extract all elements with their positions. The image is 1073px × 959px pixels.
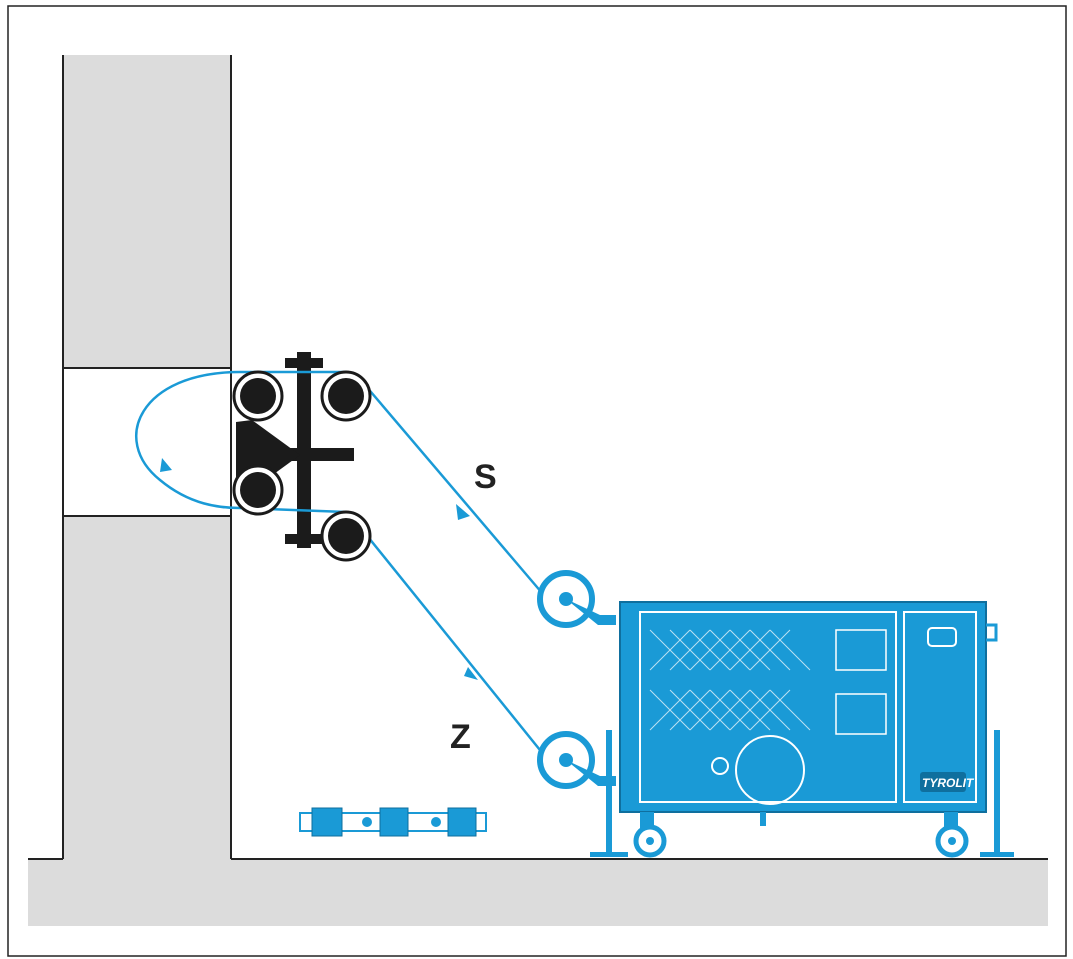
- wheel-right: [935, 824, 969, 858]
- label-z: Z: [450, 718, 471, 756]
- pulley-bottom-left: [232, 464, 284, 516]
- arrow-icon: [456, 504, 470, 520]
- machine-pulley-bottom: [537, 731, 616, 789]
- pulley-top-right: [320, 370, 372, 422]
- pulley-bottom-right: [320, 510, 372, 562]
- concrete-wall: [62, 55, 232, 859]
- wire-rope-icon: [299, 807, 487, 837]
- machine-pulley-top: [537, 570, 616, 628]
- saw-machine-icon: TYROLIT: [619, 601, 998, 826]
- pulley-top-left: [232, 370, 284, 422]
- arrow-icon: [464, 667, 478, 680]
- wheel-left: [633, 824, 667, 858]
- ground-floor: [28, 858, 1048, 926]
- brand-label: TYROLIT: [922, 776, 975, 790]
- label-s: S: [474, 458, 497, 496]
- wire-loop: [135, 370, 241, 510]
- arrow-icon: [160, 458, 172, 472]
- wire-s: [364, 384, 549, 601]
- wire-z: [359, 526, 549, 761]
